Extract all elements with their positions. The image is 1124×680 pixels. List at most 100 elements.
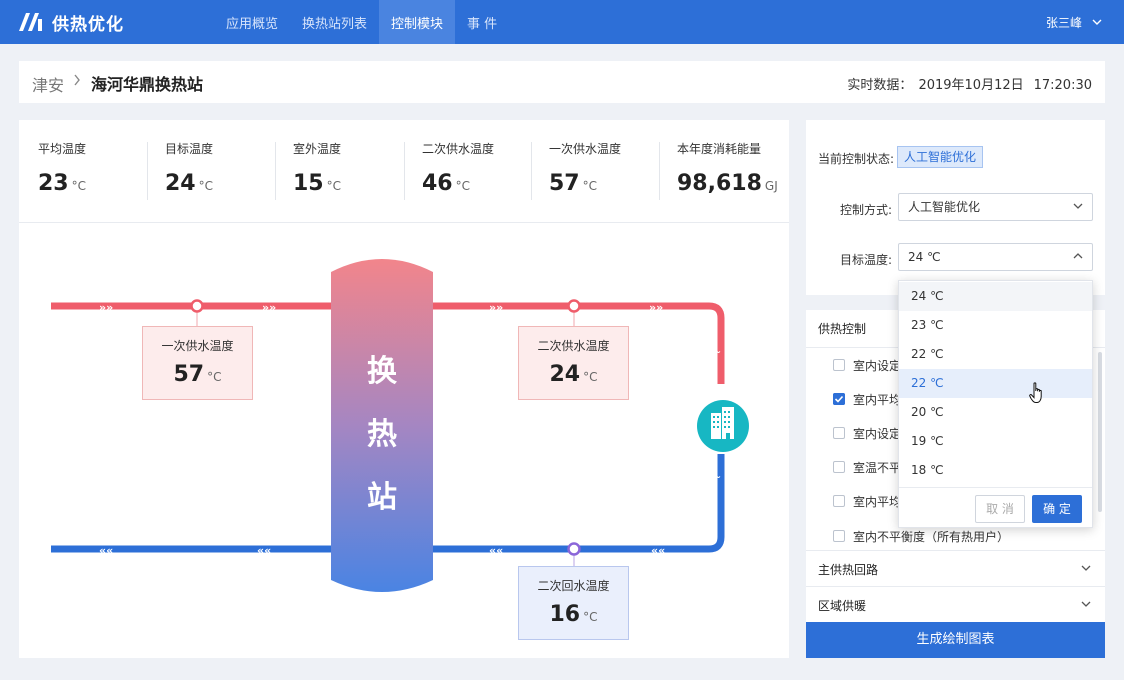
chevron-down-icon	[1092, 19, 1102, 25]
secondary-return-sensor-node[interactable]	[567, 542, 581, 556]
primary-supply-sensor-node[interactable]	[190, 299, 204, 313]
primary-supply-temp-box: 一次供水温度 57°C	[142, 326, 253, 400]
divider	[899, 487, 1092, 488]
temp-box-value: 16	[549, 602, 581, 627]
heating-option[interactable]: 室内平均	[833, 390, 901, 408]
divider	[531, 142, 532, 200]
target-temp-label: 目标温度:	[840, 253, 893, 267]
dropdown-option[interactable]: 23 ℃	[911, 318, 944, 332]
hot-supply-pipe	[51, 302, 725, 384]
divider	[275, 142, 276, 200]
scrollbar[interactable]	[1098, 352, 1102, 512]
dropdown-cancel-button[interactable]: 取 消	[975, 495, 1025, 523]
breadcrumb-city[interactable]: 津安	[32, 76, 65, 95]
control-status-label: 当前控制状态:	[818, 152, 895, 166]
chevron-down-icon	[1073, 203, 1083, 209]
target-temp-select[interactable]: 24 ℃	[898, 243, 1093, 271]
brand-name: 供热优化	[52, 14, 124, 35]
stat-value: 23	[38, 171, 69, 196]
section-label: 区域供暖	[818, 599, 867, 613]
dropdown-option[interactable]: 18 ℃	[911, 463, 944, 477]
dropdown-option-hovered[interactable]: 22 ℃	[899, 369, 1092, 398]
temp-box-value: 57	[173, 362, 205, 387]
main-panel: 平均温度 23°C 目标温度 24°C 室外温度 15°C 二次供水温度 46°…	[19, 120, 789, 658]
stat-outdoor-temp: 室外温度 15°C	[293, 140, 341, 202]
dropdown-option[interactable]: 20 ℃	[911, 405, 944, 419]
temp-box-unit: °C	[583, 610, 598, 624]
flow-arrow: ««	[99, 544, 113, 557]
flow-arrow: »»	[99, 301, 113, 314]
flow-arrow: »»	[489, 301, 503, 314]
chevron-down-icon	[1081, 565, 1091, 571]
nav-events[interactable]: 事 件	[467, 16, 498, 32]
realtime-date: 2019年10月12日	[918, 78, 1024, 93]
flow-arrow: ˇ	[716, 475, 721, 487]
pipe-network-svg: »» »» »» »» «« «« «« «« ˇ ˇ	[51, 259, 749, 592]
secondary-supply-sensor-node[interactable]	[567, 299, 581, 313]
checkbox[interactable]	[833, 495, 845, 507]
divider	[147, 142, 148, 200]
check-icon	[833, 393, 845, 405]
heating-control-title: 供热控制	[818, 322, 867, 336]
stat-label: 平均温度	[38, 142, 87, 156]
chevron-down-icon	[1081, 601, 1091, 607]
dropdown-option[interactable]: 22 ℃	[911, 347, 944, 361]
user-menu[interactable]: 张三峰	[1046, 0, 1102, 44]
stat-value: 24	[165, 171, 196, 196]
heat-exchange-station-tank[interactable]	[331, 259, 433, 592]
section-main-loop[interactable]: 主供热回路	[806, 550, 1105, 586]
dropdown-confirm-button[interactable]: 确 定	[1032, 495, 1082, 523]
stat-unit: °C	[71, 179, 87, 193]
temp-box-unit: °C	[583, 370, 598, 384]
flow-arrow: »»	[262, 301, 276, 314]
temp-box-value: 24	[549, 362, 581, 387]
flow-arrow: ˇ	[716, 350, 721, 362]
divider	[659, 142, 660, 200]
control-method-label: 控制方式:	[840, 203, 893, 217]
logo-icon	[19, 13, 42, 31]
heating-option[interactable]: 室内设定	[833, 424, 901, 442]
heating-option[interactable]: 室内平均	[833, 492, 901, 510]
stat-average-temp: 平均温度 23°C	[38, 140, 86, 202]
heating-option-label: 室内设定	[853, 358, 902, 373]
stat-unit: °C	[326, 179, 342, 193]
brand[interactable]: 供热优化	[18, 0, 124, 44]
cold-return-pipe	[51, 454, 725, 553]
target-temp-dropdown: 24 ℃ 23 ℃ 22 ℃ 22 ℃ 20 ℃ 19 ℃ 18 ℃ 取 消 确…	[898, 280, 1093, 528]
heating-option-label: 室内平均	[853, 392, 902, 407]
nav-station-list[interactable]: 换热站列表	[302, 16, 368, 32]
breadcrumb-station: 海河华鼎换热站	[91, 75, 204, 94]
flow-arrow: ««	[257, 544, 271, 557]
stat-value: 57	[549, 171, 580, 196]
realtime-label: 实时数据：	[847, 78, 913, 93]
stat-label: 本年度消耗能量	[677, 142, 762, 156]
generate-chart-button[interactable]: 生成绘制图表	[806, 622, 1105, 658]
checkbox[interactable]	[833, 427, 845, 439]
dropdown-option[interactable]: 24 ℃	[899, 282, 1092, 311]
checkbox[interactable]	[833, 461, 845, 473]
stat-primary-supply: 一次供水温度 57°C	[549, 140, 621, 202]
checkbox[interactable]	[833, 359, 845, 371]
checkbox[interactable]	[833, 530, 845, 542]
nav-control-module[interactable]: 控制模块	[379, 0, 456, 44]
stat-label: 二次供水温度	[422, 142, 495, 156]
top-navigation-bar: 供热优化 应用概览 换热站列表 控制模块 事 件 张三峰	[0, 0, 1124, 44]
stat-secondary-supply: 二次供水温度 46°C	[422, 140, 494, 202]
section-label: 主供热回路	[818, 563, 879, 577]
heating-option-label: 室温不平	[853, 460, 902, 475]
station-char: 热	[367, 417, 397, 452]
control-panel: 当前控制状态: 人工智能优化 控制方式: 人工智能优化 目标温度: 24 ℃	[806, 120, 1105, 295]
heating-diagram: »» »» »» »» «« «« «« «« ˇ ˇ	[19, 224, 789, 658]
control-method-select[interactable]: 人工智能优化	[898, 193, 1093, 221]
flow-arrow: »»	[649, 301, 663, 314]
checkbox-checked[interactable]	[833, 393, 845, 405]
dropdown-option[interactable]: 19 ℃	[911, 434, 944, 448]
temp-box-label: 二次供水温度	[537, 339, 610, 353]
heating-option[interactable]: 室内设定	[833, 356, 901, 374]
heating-option[interactable]: 室温不平	[833, 458, 901, 476]
heating-option[interactable]: 室内不平衡度（所有热用户）	[833, 527, 1009, 545]
nav-overview[interactable]: 应用概览	[226, 16, 279, 32]
section-district-heating[interactable]: 区域供暖	[806, 586, 1105, 622]
